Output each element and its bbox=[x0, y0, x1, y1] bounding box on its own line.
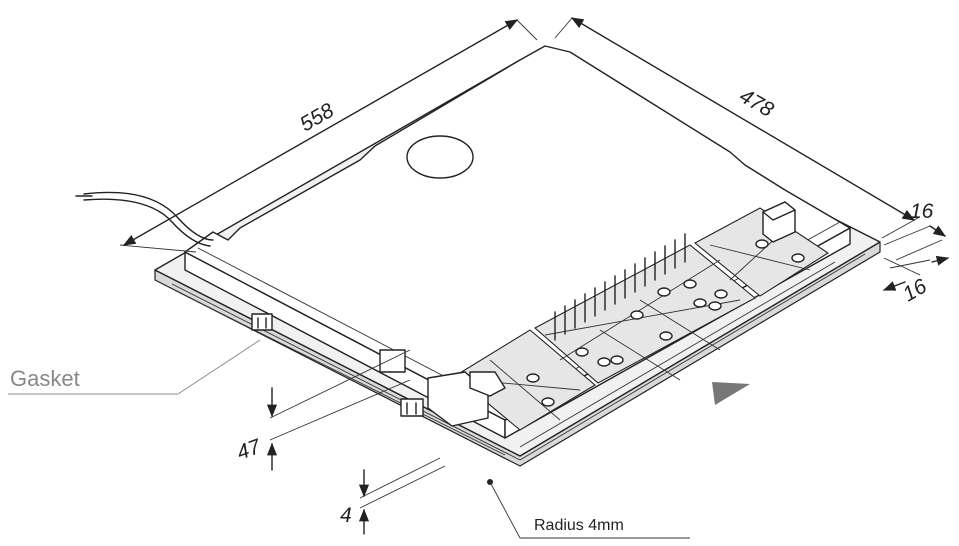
direction-triangle bbox=[712, 382, 750, 405]
gasket-callout: Gasket bbox=[8, 339, 261, 395]
depth-dimension-label: 478 bbox=[736, 84, 778, 122]
glass-dimension-label: 4 bbox=[340, 504, 352, 527]
dimension-thickness-top: 16 bbox=[883, 200, 947, 261]
electronics-compartments bbox=[454, 201, 830, 431]
mounting-brackets bbox=[379, 349, 506, 427]
height-dimension-label: 47 bbox=[234, 435, 265, 465]
gasket-label: Gasket bbox=[10, 366, 80, 391]
round-cutout bbox=[406, 135, 474, 179]
radius-callout: Radius 4mm bbox=[487, 479, 690, 539]
dimension-glass: 4 bbox=[340, 457, 446, 535]
power-cable bbox=[75, 191, 214, 247]
dimension-thickness-bottom: 16 bbox=[882, 255, 950, 307]
radius-label: Radius 4mm bbox=[534, 517, 624, 534]
width-dimension-label: 558 bbox=[296, 99, 338, 137]
mounting-clip-1 bbox=[251, 313, 273, 331]
mounting-clip-2 bbox=[400, 398, 424, 417]
thickness-top-label: 16 bbox=[910, 200, 934, 223]
thickness-bottom-label: 16 bbox=[899, 275, 931, 307]
